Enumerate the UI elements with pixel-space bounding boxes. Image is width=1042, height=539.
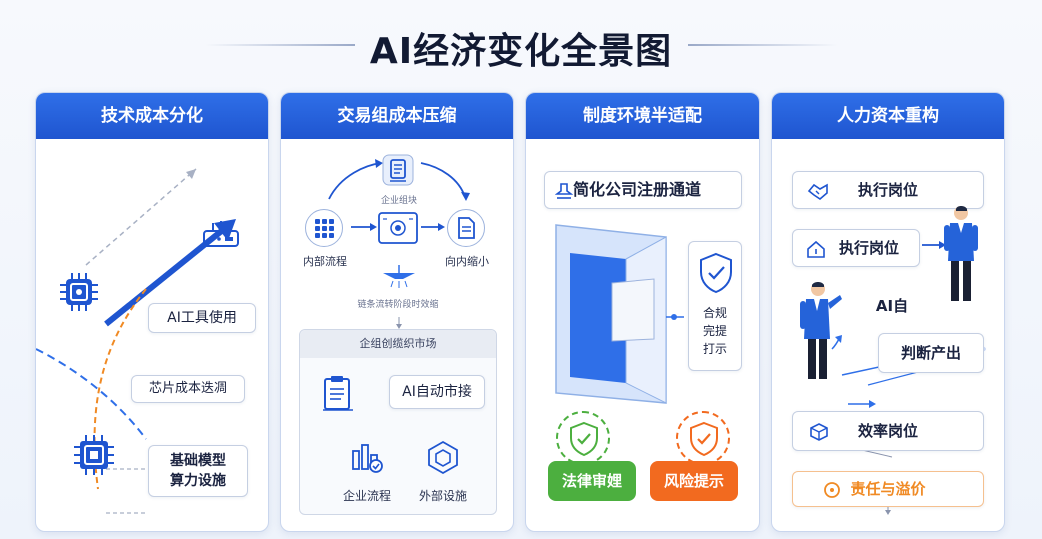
processor-icon: [74, 435, 114, 475]
handshake-icon: [807, 183, 828, 201]
panel-human-capital: 人力资本重构 执行岗位 执行岗位: [771, 92, 1005, 532]
legal-shield-icon: [570, 421, 598, 457]
title-divider-right: [688, 44, 838, 46]
package-icon: [810, 423, 828, 441]
internal-label: 内部流程: [303, 255, 347, 268]
exec-label-1: 执行岗位: [857, 181, 918, 199]
efficiency-box: 效率岗位: [792, 411, 984, 451]
efficiency-label: 效率岗位: [857, 422, 918, 440]
panel-tech-cost: 技术成本分化 AI工具使用 芯片成本迭凋: [35, 92, 269, 532]
risk-ring: [676, 411, 730, 465]
chip-icon: [60, 273, 98, 311]
base-model-line-2: 算力设施: [170, 473, 226, 489]
judge-box: 判断产出: [878, 333, 984, 373]
ai-auto-box: AI自动市接: [389, 375, 485, 409]
cube-icon: [428, 440, 458, 475]
shield-check-icon: [700, 252, 732, 294]
legal-badge: 法律审娌: [548, 461, 636, 501]
base-model-line-1: 基础模型: [170, 453, 226, 469]
exec-box-1: 执行岗位: [792, 171, 984, 209]
portal-graphic: [555, 224, 684, 404]
compliance-line-3: 打示: [702, 342, 727, 356]
risk-badge: 风险提示: [650, 461, 738, 501]
compliance-line-2: 完提: [702, 324, 727, 338]
responsibility-box: 责任与溢价: [792, 471, 984, 507]
grid-icon: [315, 219, 334, 238]
compliance-box: 合规 完提 打示: [688, 241, 742, 371]
businessman-icon: [944, 206, 978, 301]
simplify-box: 简化公司注册通道: [544, 171, 742, 209]
doc-circle: [447, 209, 485, 247]
exec-box-2: 执行岗位: [792, 229, 920, 267]
grid-circle: [305, 209, 343, 247]
compliance-line-1: 合规: [702, 306, 727, 320]
title-divider-left: [205, 44, 355, 46]
panel-transaction-cost: 交易组成本压缩 企业组块: [280, 92, 514, 532]
chip-cost-box: 芯片成本迭凋: [131, 375, 245, 403]
panel-header: 制度环境半适配: [526, 93, 759, 139]
simplify-label: 简化公司注册通道: [573, 180, 702, 199]
risk-shield-icon: [690, 421, 718, 457]
panel-header: 技术成本分化: [36, 93, 268, 139]
house-icon: [807, 240, 825, 258]
responsibility-label: 责任与溢价: [850, 480, 926, 498]
panel-header: 交易组成本压缩: [281, 93, 513, 139]
file-icon: [458, 217, 475, 239]
page-title: AI经济变化全景图: [369, 31, 673, 72]
base-model-box: 基础模型 算力设施: [148, 445, 248, 497]
pointing-person-icon: [800, 282, 842, 379]
document-icon: [382, 154, 414, 186]
ai-tools-box: AI工具使用: [148, 303, 256, 333]
router-icon: [203, 221, 239, 247]
coin-icon: [824, 482, 840, 498]
tiny-caption: 链条流转阶段时效缩: [357, 300, 439, 310]
compliance-text: 合规 完提 打示: [689, 304, 741, 358]
market-container: 企组创缆织市场: [299, 329, 497, 515]
title-row: AI经济变化全景图: [0, 14, 1042, 74]
external-label: 外部设施: [418, 489, 467, 503]
ai-self-label: AI自: [875, 297, 909, 315]
enterprise-flow-label: 企业流程: [342, 489, 391, 503]
clipboard-icon: [323, 376, 353, 411]
stamp-icon: [555, 183, 573, 199]
funnel-icon: [383, 265, 415, 288]
shrink-label: 向内缩小: [445, 255, 489, 268]
transaction-graphic: [328, 159, 470, 432]
market-header: 企组创缆织市场: [300, 330, 496, 358]
panel-institution: 制度环境半适配 简化公司注册通道 合规 完提 打示 法律审娌: [525, 92, 760, 532]
scan-icon: [378, 212, 418, 244]
enterprise-top-label: 企业组块: [380, 196, 417, 206]
flow-chart-icon: [352, 444, 383, 473]
exec-label-2: 执行岗位: [838, 239, 899, 257]
legal-ring: [556, 411, 610, 465]
panel-header: 人力资本重构: [772, 93, 1004, 139]
